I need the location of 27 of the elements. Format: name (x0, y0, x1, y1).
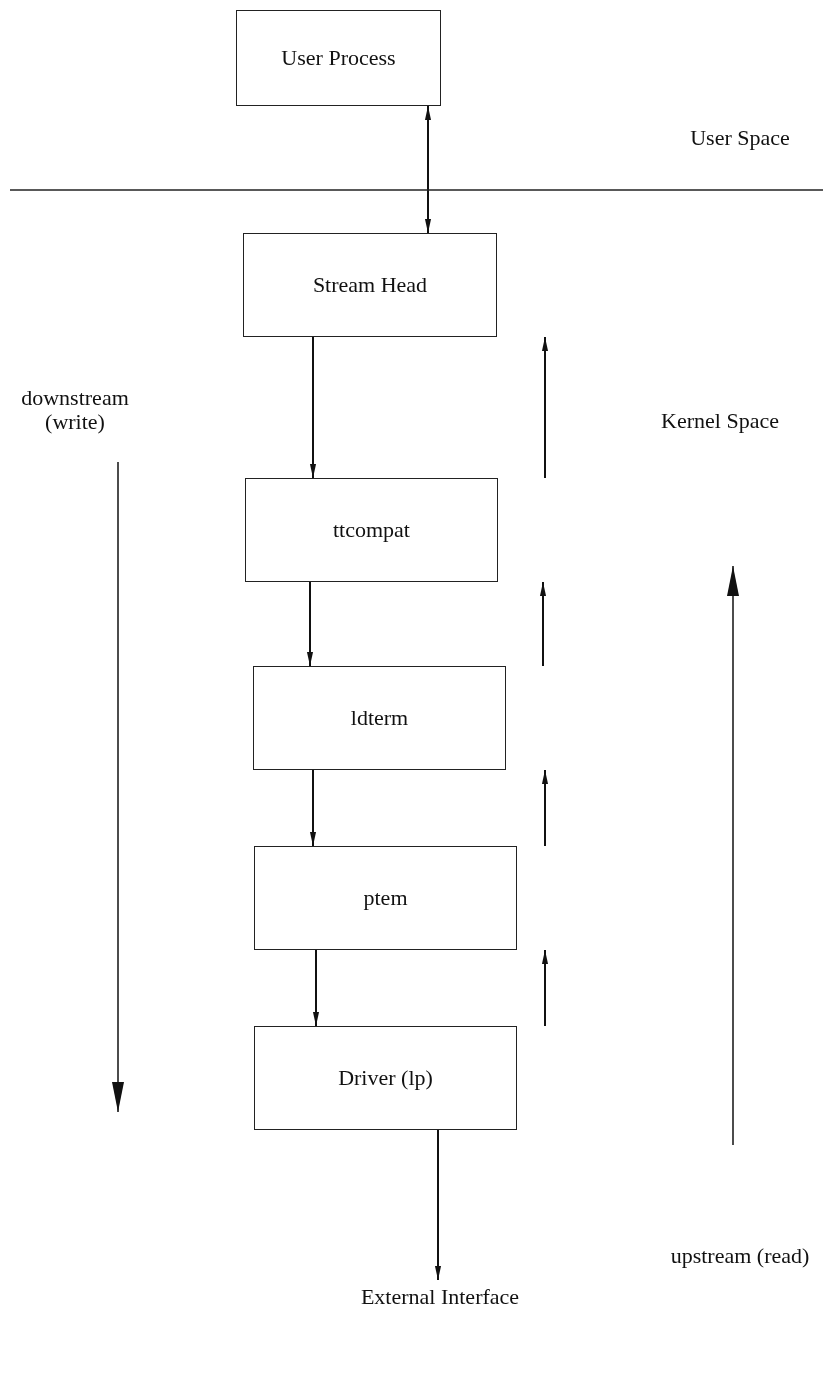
interface-label: External Interface (330, 1280, 550, 1314)
module-box (254, 846, 517, 950)
arrow (309, 336, 317, 479)
arrow (539, 581, 547, 667)
arrow (312, 949, 320, 1027)
box-label: ttcompat (333, 517, 410, 543)
arrow (309, 769, 317, 847)
module-box (245, 478, 498, 582)
module-box (253, 666, 506, 770)
box-label: Driver (lp) (338, 1065, 433, 1091)
region-label: upstream (read) (670, 1244, 810, 1269)
arrow (434, 1129, 442, 1281)
module-box (236, 10, 441, 106)
arrow (541, 336, 549, 479)
arrow (541, 949, 549, 1027)
region-label: User Space (689, 126, 791, 151)
arrow (541, 769, 549, 847)
arrow (424, 105, 432, 234)
module-box (243, 233, 497, 337)
region-label: Kernel Space (660, 409, 780, 434)
box-label: Stream Head (312, 272, 428, 298)
region-label: downstream (write) (20, 386, 130, 435)
module-box (254, 1026, 517, 1130)
box-label: ldterm (350, 705, 409, 731)
box-label: ptem (363, 885, 408, 911)
arrow (306, 581, 314, 667)
box-label: User Process (281, 45, 396, 71)
